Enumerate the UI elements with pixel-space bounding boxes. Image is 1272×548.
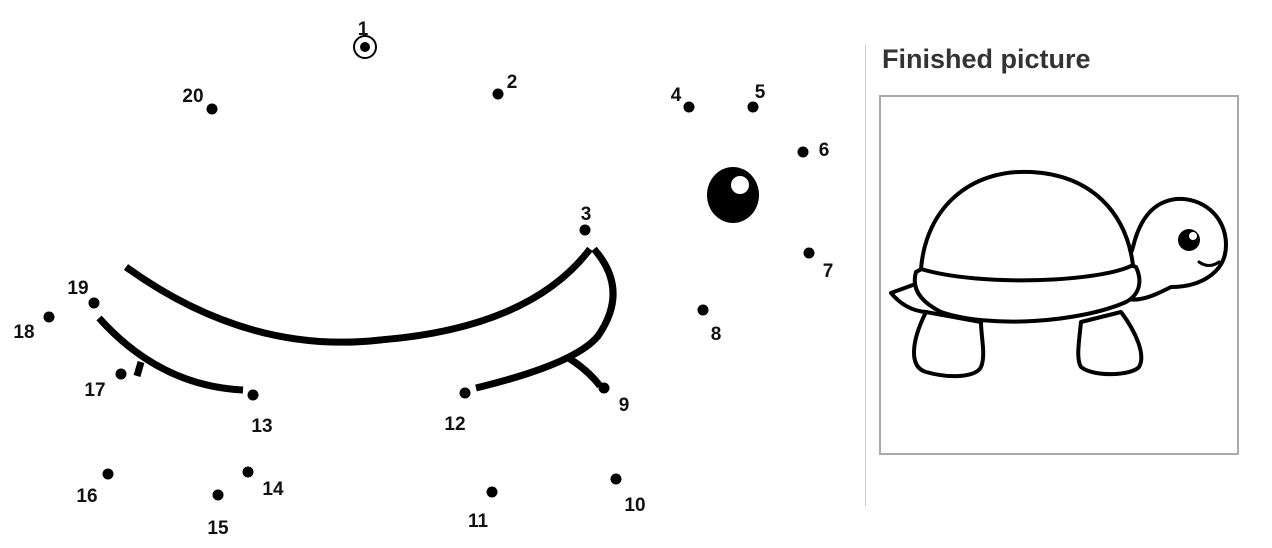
dot-label-18: 18 — [13, 322, 34, 343]
dot-label-15: 15 — [207, 518, 229, 539]
dot-18[interactable] — [43, 311, 55, 323]
dot-label-16: 16 — [76, 486, 97, 507]
shell-bottom-curve — [123, 246, 593, 346]
finished-picture-frame — [879, 95, 1239, 455]
start-dot-ring — [353, 35, 377, 59]
dot-label-14: 14 — [262, 479, 284, 500]
dot-14[interactable] — [242, 466, 254, 478]
panel-divider — [865, 44, 866, 506]
dot-label-5: 5 — [755, 82, 766, 103]
turtle-smile — [1197, 260, 1221, 267]
dot-6[interactable] — [797, 146, 809, 158]
dot-19[interactable] — [88, 297, 100, 309]
dot-7[interactable] — [803, 247, 815, 259]
dot-label-20: 20 — [182, 86, 203, 107]
back-leg-notch — [133, 361, 145, 377]
turtle-shell-dome — [919, 169, 1135, 283]
dot-12[interactable] — [459, 387, 471, 399]
dot-label-11: 11 — [468, 511, 489, 532]
dot-label-6: 6 — [819, 140, 830, 161]
dot-label-3: 3 — [581, 204, 592, 225]
dot-9[interactable] — [598, 382, 610, 394]
dot-label-4: 4 — [671, 85, 682, 106]
dot-2[interactable] — [492, 88, 504, 100]
finished-turtle-image — [889, 169, 1228, 379]
dot-13[interactable] — [247, 389, 259, 401]
turtle-eye — [707, 167, 759, 223]
dot-20[interactable] — [206, 103, 218, 115]
dot-1[interactable] — [360, 42, 370, 52]
dot-4[interactable] — [683, 101, 695, 113]
dot-15[interactable] — [212, 489, 224, 501]
finished-picture-title: Finished picture — [882, 44, 1091, 74]
dot-label-19: 19 — [67, 278, 88, 299]
dot-label-2: 2 — [507, 72, 518, 93]
dot-label-13: 13 — [251, 416, 272, 437]
dot-label-1: 1 — [358, 19, 369, 40]
dot-16[interactable] — [102, 468, 114, 480]
dot-11[interactable] — [486, 486, 498, 498]
front-leg-line — [565, 354, 603, 389]
turtle-back-leg — [912, 310, 986, 379]
dot-10[interactable] — [610, 473, 622, 485]
back-leg-line — [96, 315, 244, 394]
dot-17[interactable] — [115, 368, 127, 380]
shell-right-edge — [475, 246, 617, 392]
dot-label-12: 12 — [444, 414, 465, 435]
dot-5[interactable] — [747, 101, 759, 113]
dot-label-10: 10 — [624, 495, 645, 516]
dot-label-8: 8 — [711, 324, 722, 345]
dot-8[interactable] — [697, 304, 709, 316]
turtle-front-leg — [1076, 310, 1144, 377]
turtle-eye-small — [1178, 229, 1200, 251]
dot-label-17: 17 — [84, 380, 105, 401]
dot-label-7: 7 — [823, 261, 834, 282]
dot-label-9: 9 — [619, 395, 630, 416]
dot-3[interactable] — [579, 224, 591, 236]
